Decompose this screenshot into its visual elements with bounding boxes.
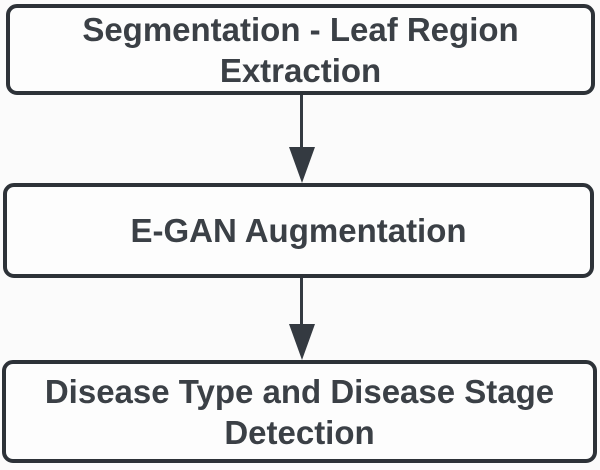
flow-node-segmentation: Segmentation - Leaf Region Extraction (6, 4, 595, 95)
flow-node-label: Disease Type and Disease Stage Detection (44, 372, 555, 451)
arrow-head (288, 147, 315, 183)
flow-node-disease-detection: Disease Type and Disease Stage Detection (2, 360, 597, 463)
arrow-head (288, 324, 315, 360)
flow-node-label: Segmentation - Leaf Region Extraction (82, 10, 519, 89)
flow-node-label: E-GAN Augmentation (130, 212, 467, 249)
arrow-shaft (300, 278, 303, 324)
down-arrow-icon (288, 278, 315, 360)
arrow-shaft (300, 95, 303, 147)
flow-node-egan-augmentation: E-GAN Augmentation (3, 183, 594, 278)
down-arrow-icon (288, 95, 315, 183)
